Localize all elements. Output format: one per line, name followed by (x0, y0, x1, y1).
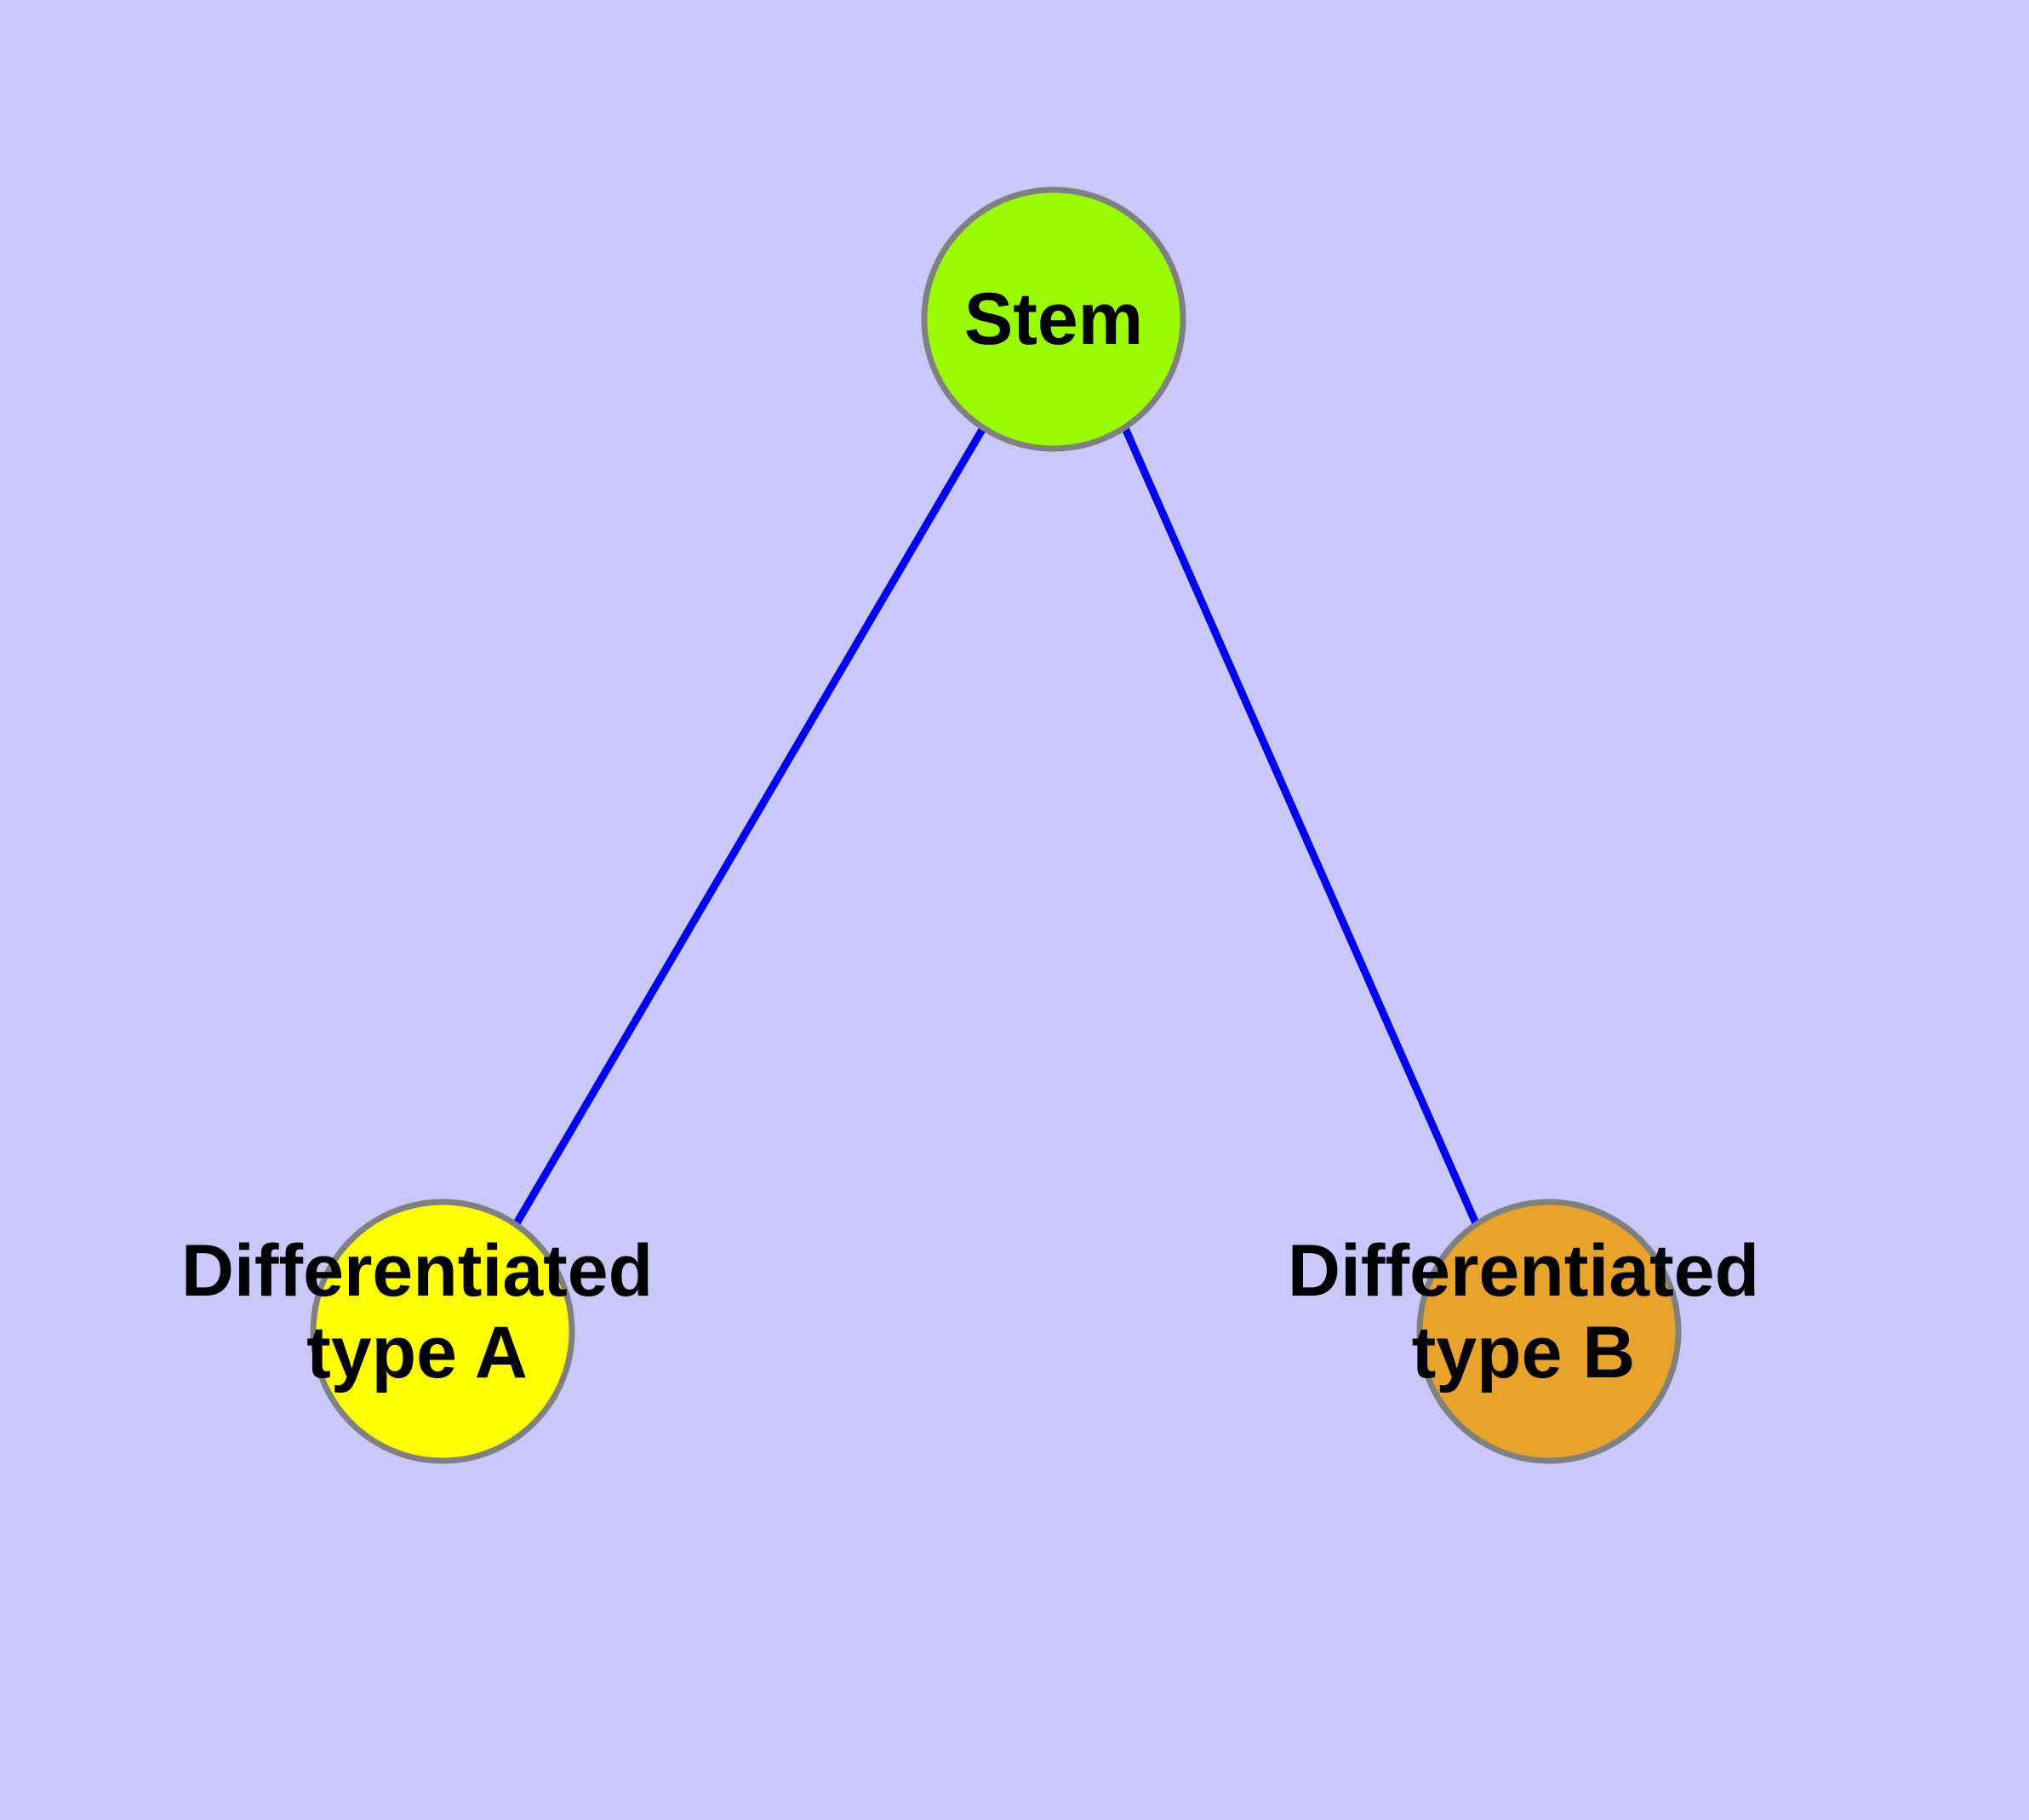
node-label-line: Differentiated (1288, 1230, 1759, 1312)
graph-node-diff_a[interactable] (310, 1199, 575, 1464)
graph-node-diff_b[interactable] (1416, 1199, 1682, 1464)
graph-edge (1121, 426, 1480, 1225)
node-label-stem: Stem (964, 278, 1143, 360)
graph-edge (513, 426, 986, 1226)
node-label-line: Stem (964, 278, 1143, 360)
node-label-line: Differentiated (181, 1230, 653, 1312)
node-label-line: type B (1412, 1312, 1636, 1394)
edges-layer (513, 426, 1480, 1226)
node-label-line: type A (306, 1312, 528, 1394)
nodes-layer (310, 186, 1682, 1464)
graph-node-stem[interactable] (921, 186, 1186, 452)
